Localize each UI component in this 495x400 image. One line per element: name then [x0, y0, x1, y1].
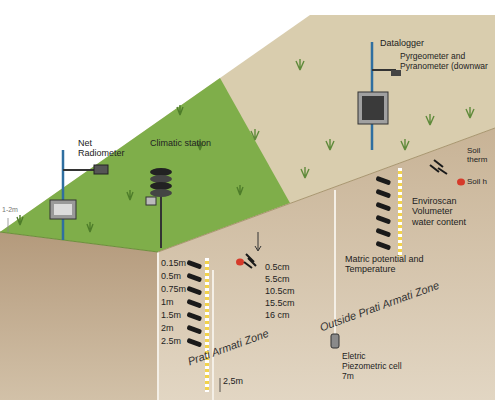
sensor-symbol: [375, 189, 391, 199]
block-edge: [0, 232, 158, 252]
probe-tube: [205, 258, 209, 392]
arrow-head: [255, 246, 261, 251]
instrument-label: Datalogger: [380, 38, 440, 48]
depth-label: 2m: [161, 323, 191, 333]
pyranometer-symbol: [391, 70, 401, 76]
radiometer-box-face: [54, 204, 72, 215]
sensor-symbol: [375, 202, 391, 212]
depth-label: 0.5m: [161, 271, 191, 281]
probe-tube: [398, 168, 402, 256]
depth-label: 15.5cm: [265, 298, 305, 308]
depth-label: 2,5m: [223, 376, 253, 386]
sensor-symbol: [186, 325, 202, 335]
sensor-symbol: [186, 260, 202, 270]
sensor-symbol: [186, 273, 202, 283]
sensor-symbol: [375, 215, 391, 225]
instrument-label: Climatic station: [150, 138, 250, 148]
block-edge: [157, 252, 159, 400]
instrument-label: Net Radiometer: [78, 138, 133, 159]
climatic-station-symbol: [150, 182, 172, 190]
radiometer-box: [50, 200, 76, 219]
climatic-station-symbol: [150, 189, 172, 197]
zone-label: Prati Armati Zone: [186, 327, 270, 368]
instrument-label: Soil h: [467, 177, 494, 186]
instrument-label: Eletric Piezometric cell 7m: [342, 352, 402, 381]
leader-line: [258, 232, 259, 250]
sensor-symbol: [375, 176, 391, 186]
depth-label: 0.15m: [161, 258, 191, 268]
depth-label: 16 cm: [265, 310, 305, 320]
datalogger-face: [362, 96, 384, 120]
climatic-station-symbol: [150, 175, 172, 183]
radiometer-pole: [62, 150, 65, 240]
piezometric-cell-symbol: [331, 334, 339, 348]
left-soil-face: [0, 232, 158, 400]
depth-label: 0.75m: [161, 284, 191, 294]
right-soil-face: [158, 128, 495, 400]
probe-tube: [398, 168, 402, 256]
thermometer-symbol: [236, 259, 244, 266]
instrument-label: Enviroscan Volumeter water content: [412, 196, 472, 227]
instrument-label: Soil therm: [467, 146, 494, 164]
grass-tufts: [17, 105, 243, 232]
station-sensor: [146, 197, 156, 205]
sensor-symbol: [186, 338, 202, 348]
depth-label: 1.5m: [161, 310, 191, 320]
sensor-symbol: [375, 228, 391, 238]
sensor-symbol: [186, 286, 202, 296]
depth-label: 0.5cm: [265, 262, 305, 272]
depth-label: 2.5m: [161, 336, 191, 346]
dimension-label: 1-2m: [2, 206, 32, 214]
dimension-line: [8, 218, 9, 232]
sensor-symbol: [186, 312, 202, 322]
depth-label: 5.5cm: [265, 274, 305, 284]
instrument-label: Matric potential and Temperature: [345, 254, 445, 275]
zone-label: Outside Prati Armati Zone: [318, 279, 441, 334]
depth-label: 10.5cm: [265, 286, 305, 296]
pipe: [212, 270, 214, 400]
net-radiometer-symbol: [94, 165, 108, 174]
sensor-symbol: [430, 160, 447, 174]
piezometer-cable: [334, 190, 336, 336]
sensor-symbol: [244, 254, 256, 268]
sensor-symbol: [375, 241, 391, 251]
instrument-label: Pyrgeometer and Pyranometer (downwar: [400, 52, 495, 72]
thermometer-symbol: [457, 179, 465, 186]
depth-label: 1m: [161, 297, 191, 307]
probe-tube: [205, 258, 209, 392]
climatic-station-symbol: [150, 168, 172, 176]
sensor-symbol: [186, 299, 202, 309]
dimension-line: [220, 378, 221, 392]
datalogger-box: [358, 92, 388, 124]
